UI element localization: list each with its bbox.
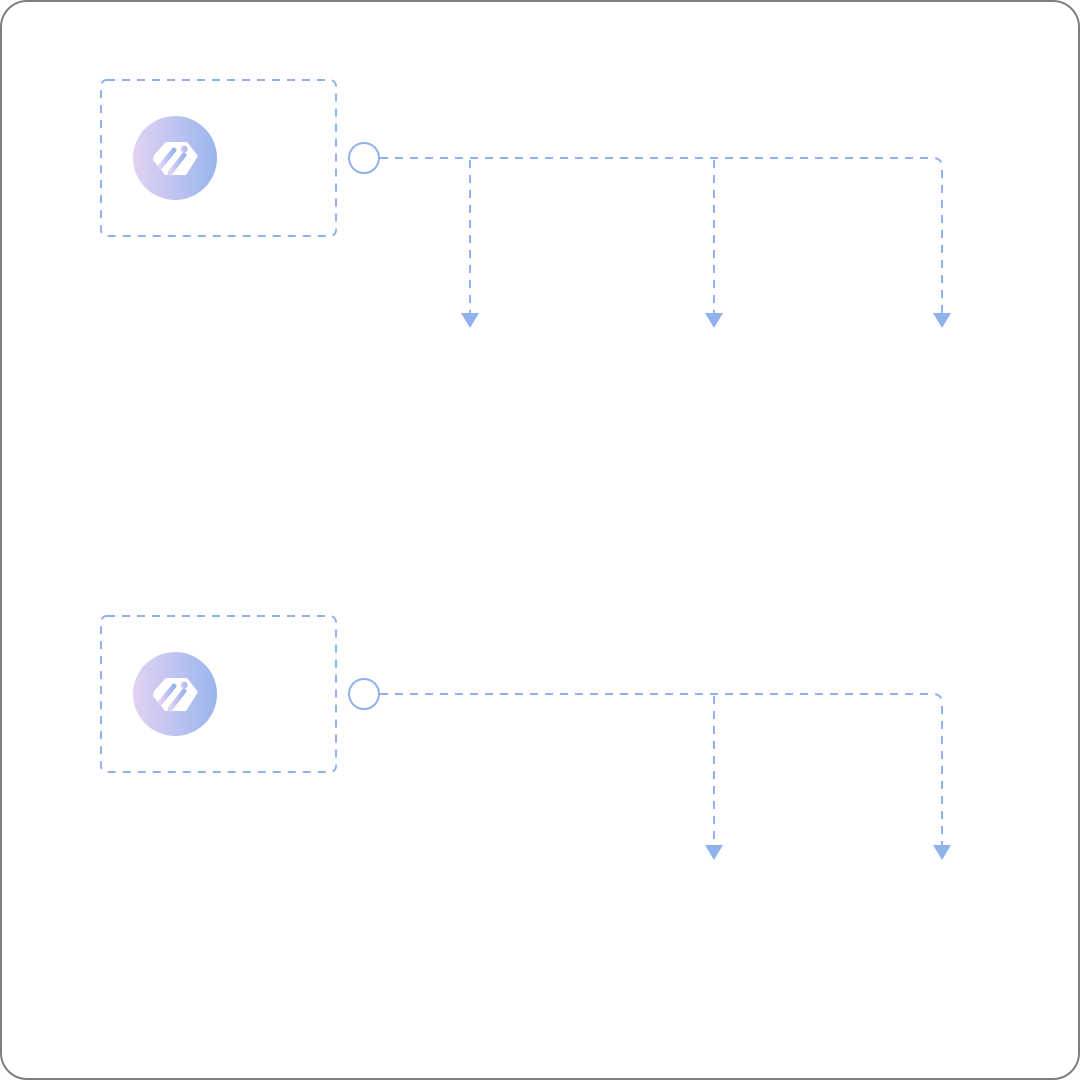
connector-trunk [380, 157, 943, 168]
hexagon-logo-icon [133, 116, 217, 200]
connector-trunk [380, 693, 943, 704]
node-box [100, 615, 337, 773]
arrow-down-icon [705, 845, 723, 860]
arrow-down-icon [705, 313, 723, 328]
connector-port[interactable] [348, 678, 380, 710]
arrow-down-icon [933, 845, 951, 860]
hexagon-logo-icon [133, 652, 217, 736]
node-box [100, 79, 337, 237]
arrow-down-icon [461, 313, 479, 328]
group-2 [100, 615, 951, 860]
arrow-down-icon [933, 313, 951, 328]
group-1 [100, 79, 951, 328]
connector-port[interactable] [348, 142, 380, 174]
